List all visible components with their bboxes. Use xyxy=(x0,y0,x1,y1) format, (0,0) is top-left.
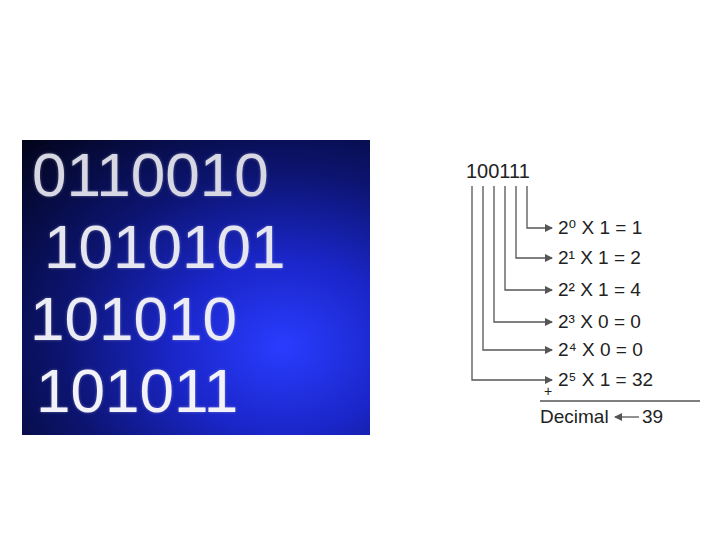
power-term: 2³ X 0 = 0 xyxy=(558,311,641,333)
result-arrow xyxy=(615,416,639,417)
power-term: 2⁰ X 1 = 1 xyxy=(558,217,642,239)
power-term: 2⁵ X 1 = 32 xyxy=(558,369,653,391)
decimal-value: 39 xyxy=(642,406,663,428)
power-term: 2⁴ X 0 = 0 xyxy=(558,339,643,361)
leader-line xyxy=(483,186,552,350)
photo-digits: 101010 xyxy=(30,288,237,350)
plus-sign: + xyxy=(544,383,552,399)
leader-line xyxy=(527,186,552,228)
binary-number: 100111 xyxy=(466,160,530,183)
power-term: 2² X 1 = 4 xyxy=(558,279,641,301)
photo-digits: 0110010 xyxy=(32,144,269,206)
photo-digits: 101011 xyxy=(36,360,238,422)
sum-rule xyxy=(540,400,700,401)
leader-line xyxy=(516,186,552,258)
binary-photo: 0110010 1010101 101010 101011 xyxy=(22,140,370,435)
power-term: 2¹ X 1 = 2 xyxy=(558,247,641,269)
leader-line xyxy=(505,186,552,290)
leader-line xyxy=(494,186,552,322)
result-label: Decimal xyxy=(540,406,609,428)
photo-digits: 1010101 xyxy=(44,216,285,278)
leader-line xyxy=(472,186,552,380)
